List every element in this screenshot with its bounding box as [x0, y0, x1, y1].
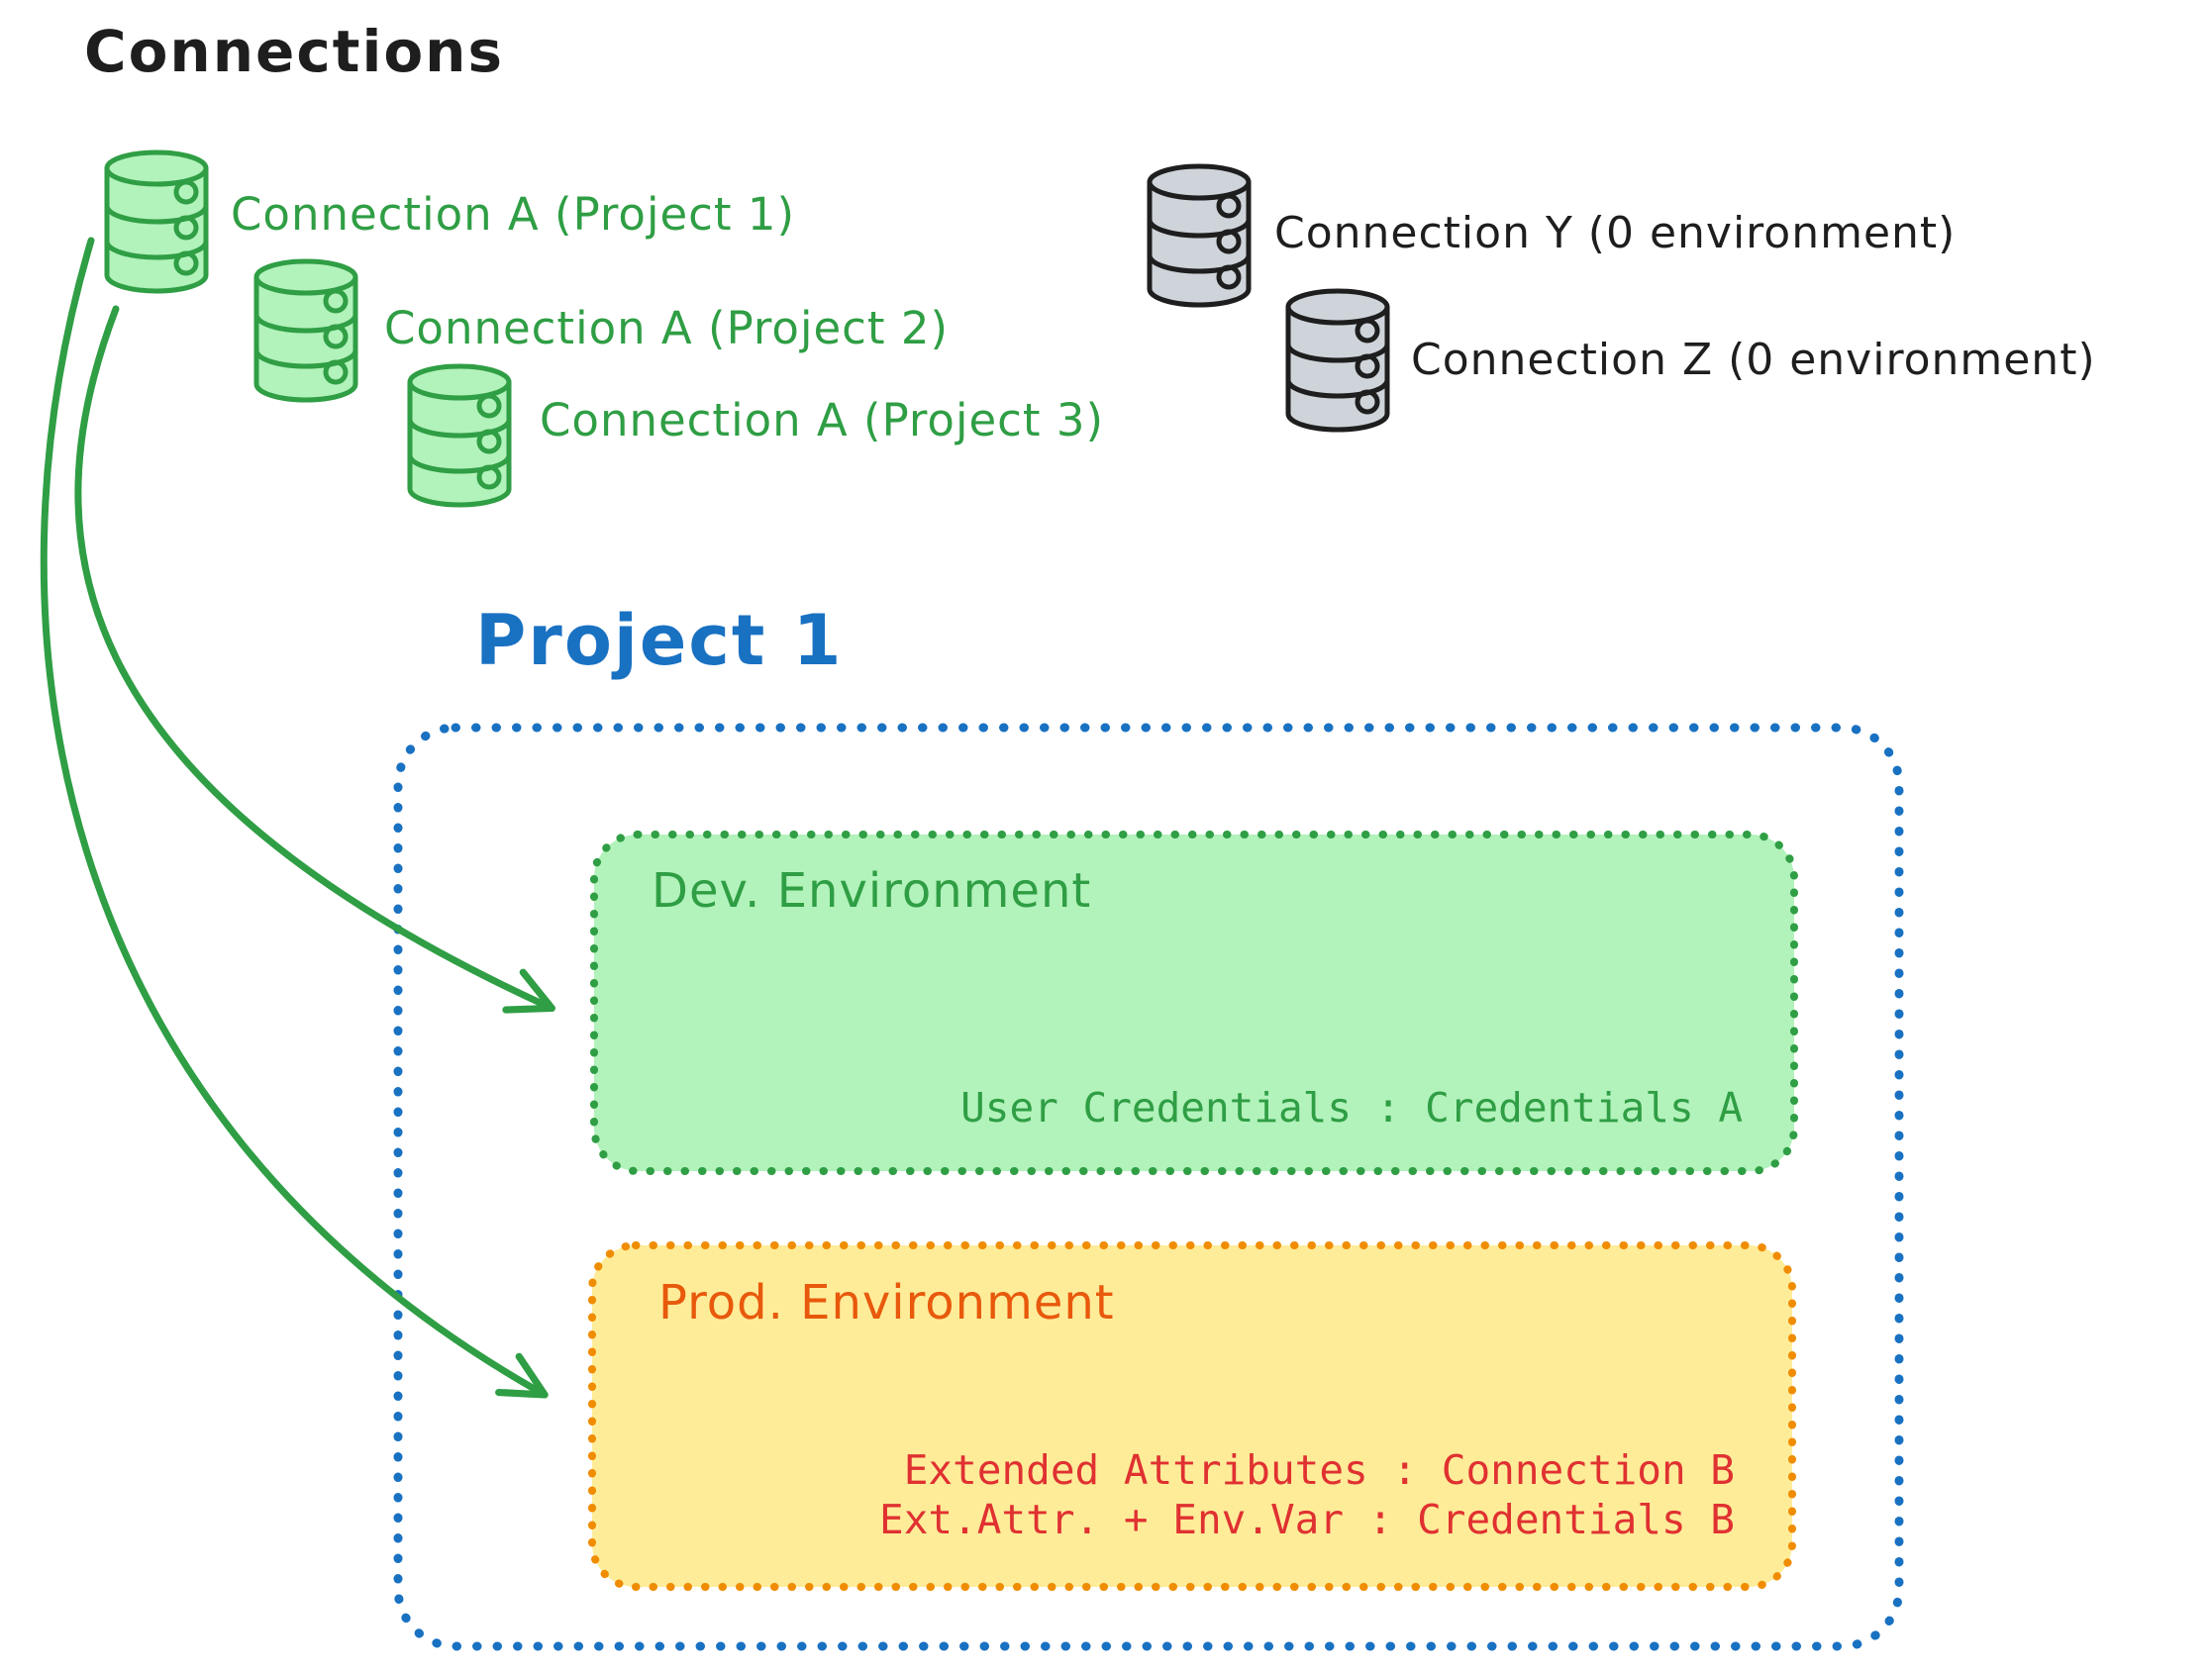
arrow-connection-a-to-prod-environment — [40, 237, 549, 1399]
prod-environment-credentials: Extended Attributes : Connection B Ext.A… — [592, 1445, 1792, 1544]
dev-environment-title: Dev. Environment — [652, 863, 1092, 919]
connection-z-label: Connection Z (0 environment) — [1411, 335, 2096, 385]
connection-a-project-3-label: Connection A (Project 3) — [540, 394, 1105, 446]
database-icon — [1288, 291, 1387, 430]
project-1-title: Project 1 — [475, 600, 844, 681]
project-1-container-box — [393, 723, 1904, 1651]
database-icon — [107, 152, 206, 291]
prod-credentials-line-2: Ext.Attr. + Env.Var : Credentials B — [879, 1496, 1735, 1543]
diagram-title: Connections — [84, 18, 504, 85]
database-icon — [256, 261, 355, 400]
prod-environment-title: Prod. Environment — [658, 1275, 1115, 1330]
connection-y-label: Connection Y (0 environment) — [1274, 208, 1957, 258]
prod-credentials-line-1: Extended Attributes : Connection B — [903, 1446, 1735, 1494]
dev-environment-box — [590, 831, 1798, 1175]
prod-environment-box — [588, 1241, 1796, 1591]
arrow-connection-a-to-dev-environment — [74, 305, 555, 1014]
dev-credentials-line: User Credentials : Credentials A — [960, 1084, 1743, 1132]
connection-a-project-1-label: Connection A (Project 1) — [231, 188, 796, 241]
dev-environment-credentials: User Credentials : Credentials A — [594, 1083, 1794, 1132]
database-icon — [410, 366, 509, 505]
connection-a-project-2-label: Connection A (Project 2) — [384, 302, 950, 354]
database-icon — [1150, 166, 1249, 305]
